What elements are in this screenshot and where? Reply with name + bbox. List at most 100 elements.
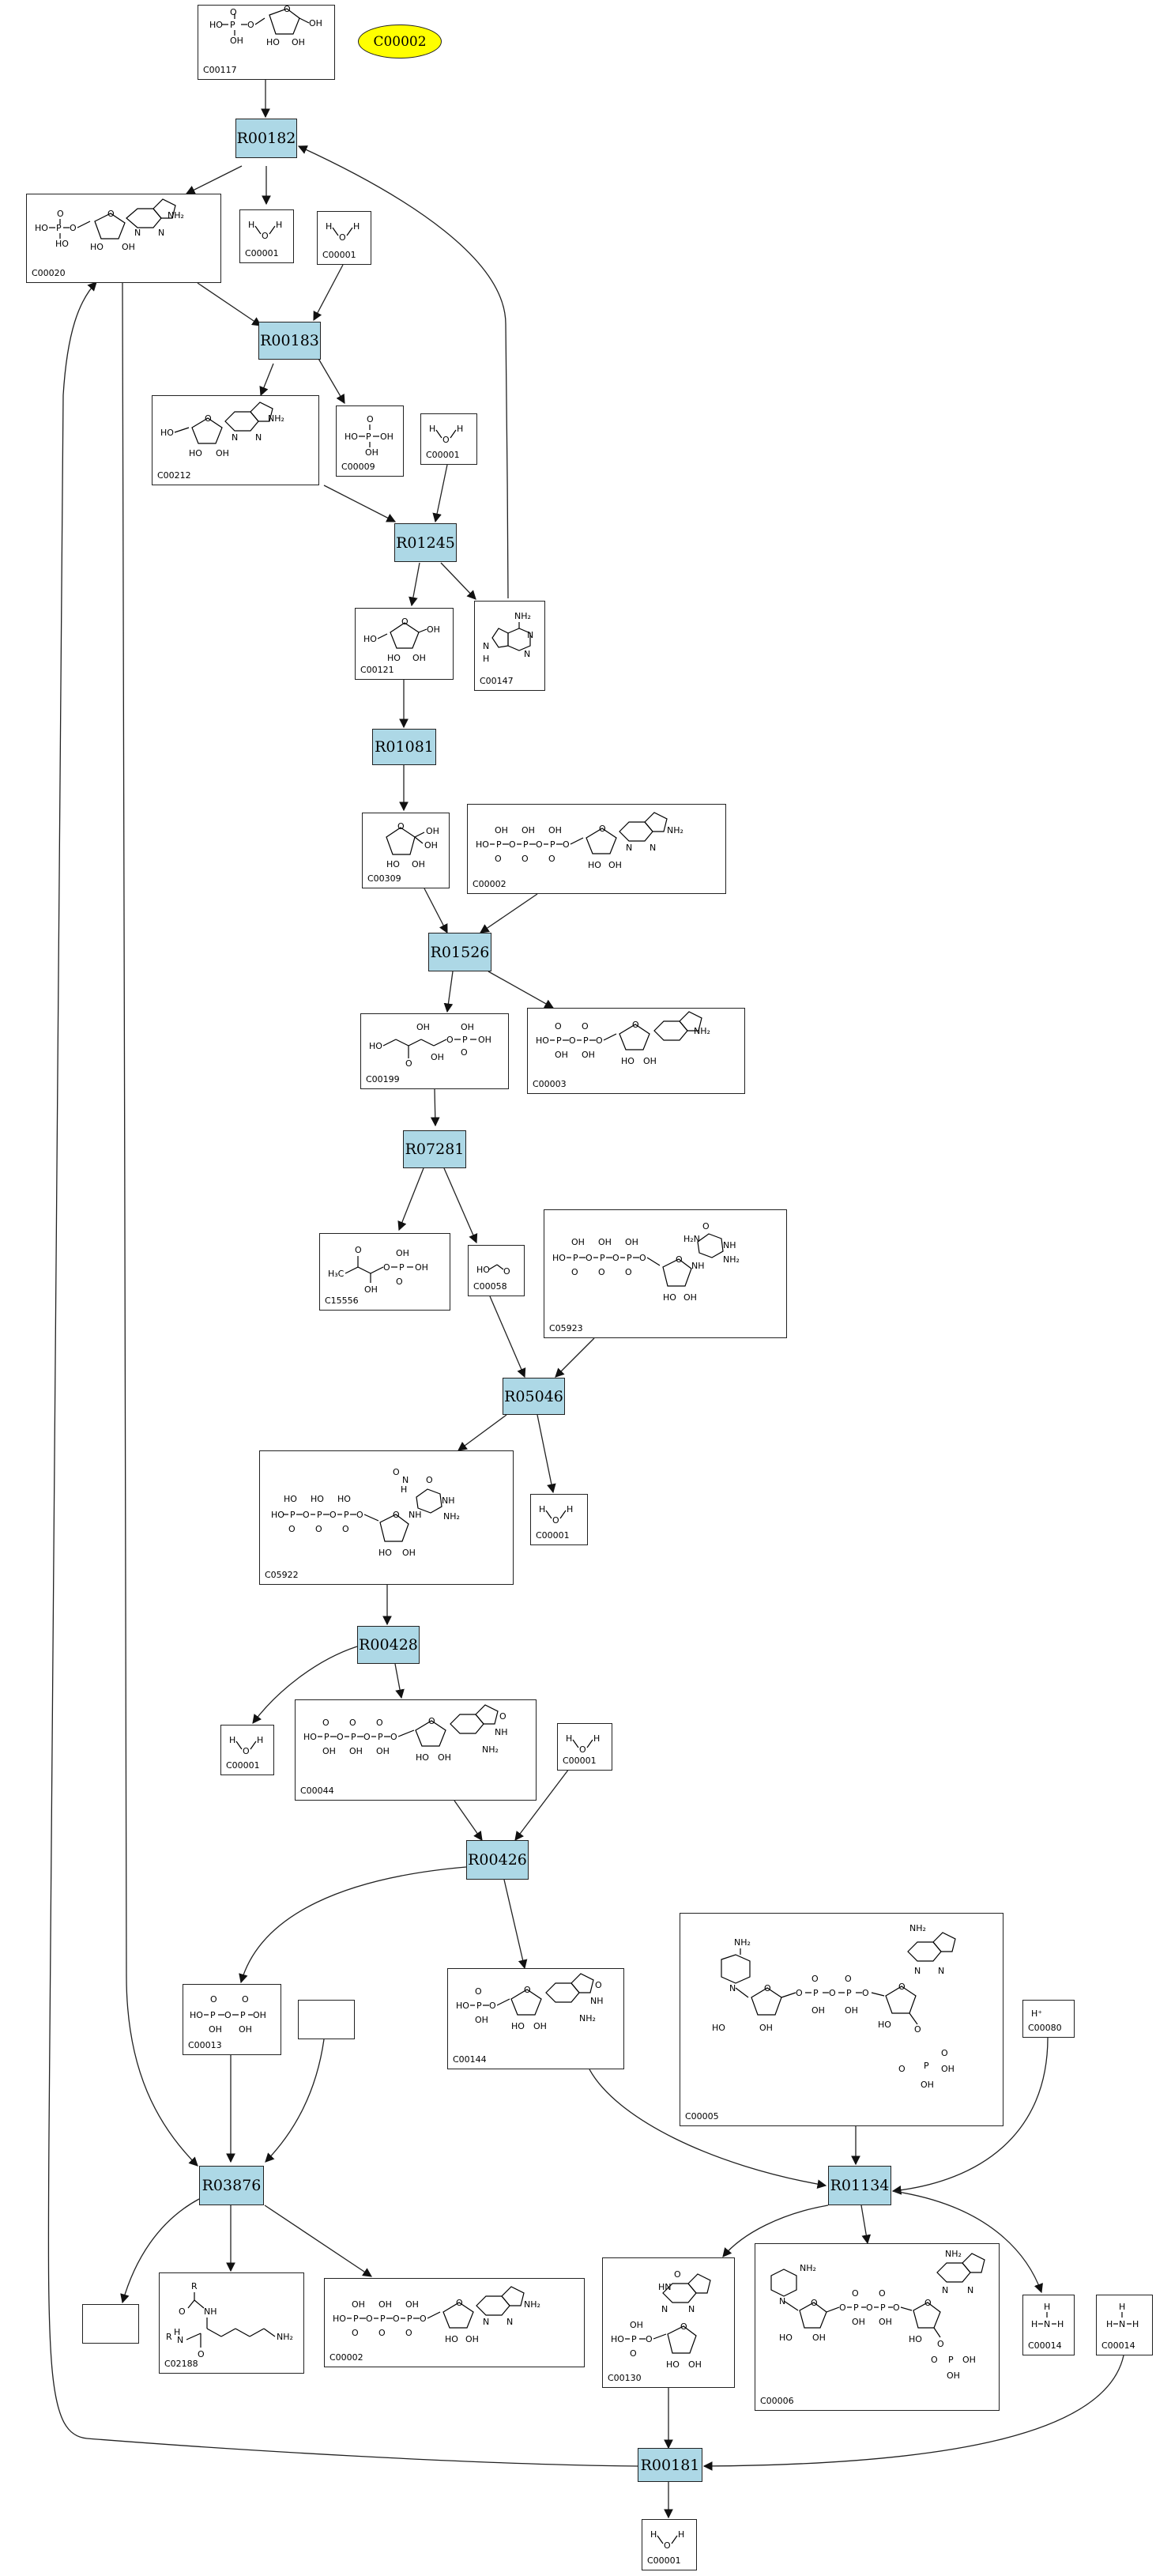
reaction-r00182[interactable]: R00182: [235, 119, 297, 158]
svg-text:N: N: [158, 228, 164, 238]
svg-text:NH: NH: [691, 1261, 705, 1271]
reaction-r00183[interactable]: R00183: [258, 322, 321, 360]
compound-unlabeled-b[interactable]: [82, 2304, 139, 2344]
compound-id: C00014: [1101, 2340, 1135, 2351]
reaction-r01526[interactable]: R01526: [428, 933, 491, 971]
svg-text:OH: OH: [625, 1237, 638, 1247]
svg-text:P: P: [924, 2061, 929, 2071]
svg-text:O: O: [329, 1510, 337, 1520]
svg-text:HO: HO: [511, 2021, 525, 2031]
svg-text:O: O: [499, 1711, 506, 1722]
svg-text:NH₂: NH₂: [514, 611, 531, 621]
svg-text:O: O: [366, 2314, 373, 2324]
svg-text:O: O: [552, 1515, 559, 1526]
svg-text:O: O: [612, 1253, 619, 1263]
svg-text:O: O: [179, 2306, 186, 2317]
svg-text:O: O: [536, 839, 543, 850]
svg-text:OH: OH: [921, 2080, 934, 2090]
svg-text:O: O: [205, 413, 212, 424]
reaction-r03876[interactable]: R03876: [199, 2166, 264, 2205]
reaction-r00181[interactable]: R00181: [638, 2448, 702, 2482]
svg-text:H: H: [401, 1484, 407, 1495]
svg-text:P: P: [344, 1510, 349, 1520]
svg-text:H: H: [593, 1733, 600, 1744]
compound-c00058[interactable]: HO O C00058: [468, 1245, 525, 1296]
svg-text:O: O: [390, 1732, 397, 1742]
svg-text:OH: OH: [759, 2023, 773, 2033]
edge-r05046-c05922: [458, 1414, 507, 1451]
svg-text:O: O: [397, 821, 405, 832]
svg-text:HO: HO: [190, 2010, 203, 2020]
svg-text:O: O: [198, 2349, 205, 2359]
svg-text:OH: OH: [533, 2021, 547, 2031]
compound-id: C00117: [203, 65, 237, 75]
svg-text:NH₂: NH₂: [168, 210, 184, 221]
svg-text:NH: NH: [409, 1510, 422, 1520]
reaction-r01134[interactable]: R01134: [828, 2166, 891, 2205]
svg-text:O: O: [393, 1510, 400, 1520]
svg-text:HO: HO: [90, 242, 104, 252]
svg-text:O: O: [378, 2328, 386, 2338]
reaction-r01245[interactable]: R01245: [394, 523, 457, 562]
reaction-r01081[interactable]: R01081: [372, 729, 436, 765]
svg-text:P: P: [631, 2334, 637, 2344]
compound-id: C02188: [164, 2359, 198, 2369]
svg-text:HO: HO: [303, 1732, 317, 1742]
svg-text:HO: HO: [445, 2334, 458, 2344]
svg-text:H: H: [567, 1504, 573, 1514]
svg-text:OH: OH: [962, 2355, 976, 2365]
svg-text:P: P: [550, 839, 555, 850]
svg-text:NH₂: NH₂: [579, 2013, 596, 2023]
reaction-r07281[interactable]: R07281: [403, 1130, 466, 1168]
compound-c00080[interactable]: H⁺ C00080: [1022, 2000, 1075, 2038]
reaction-r00428[interactable]: R00428: [357, 1626, 420, 1664]
compound-unlabeled-a[interactable]: [298, 2000, 355, 2039]
edge-r00426-c00144: [503, 1879, 528, 1970]
svg-text:HO: HO: [55, 239, 69, 249]
svg-text:N: N: [688, 2304, 695, 2314]
svg-text:N: N: [506, 2317, 513, 2327]
svg-text:HO: HO: [611, 2334, 624, 2344]
svg-text:HO: HO: [476, 839, 489, 850]
svg-text:N: N: [626, 843, 632, 853]
highlight-c00002[interactable]: C00002: [358, 25, 442, 58]
svg-text:H: H: [1057, 2319, 1064, 2329]
svg-text:P: P: [846, 1988, 852, 1998]
reaction-r05046[interactable]: R05046: [503, 1378, 565, 1415]
svg-text:P: P: [853, 2303, 859, 2313]
edge-c05923-r05046: [555, 1337, 595, 1378]
svg-text:H: H: [457, 424, 463, 434]
reaction-r00426[interactable]: R00426: [466, 1840, 529, 1880]
